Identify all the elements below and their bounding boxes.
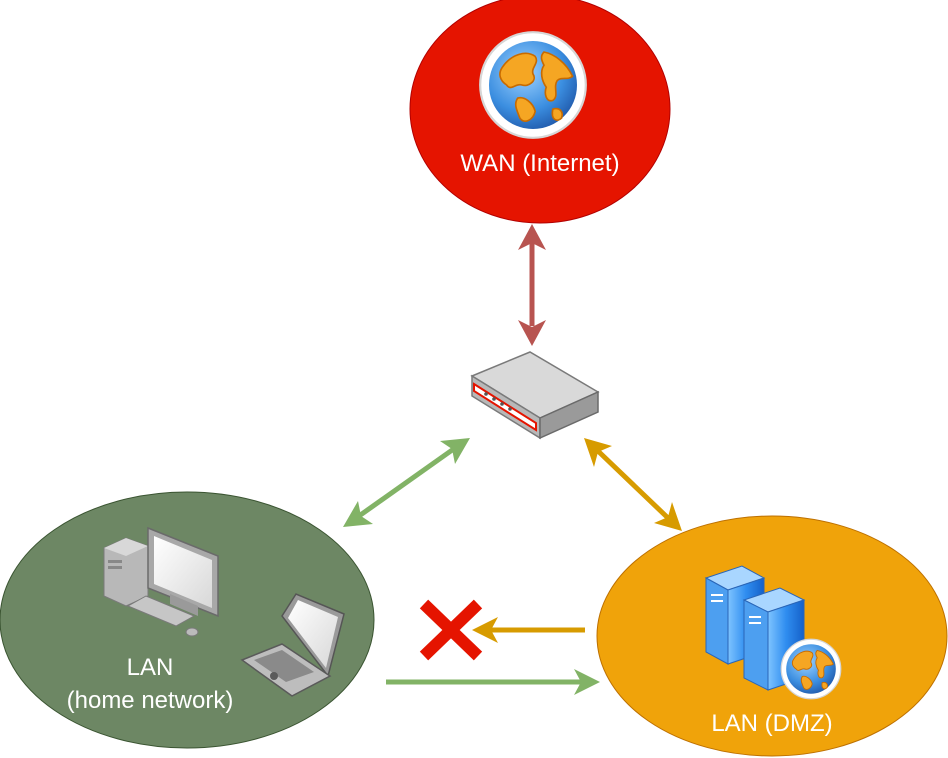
wan-node[interactable]: WAN (Internet) [409,0,671,224]
desktop-computer-icon [103,526,219,637]
laptop-icon [240,593,345,697]
home-to-dmz-link [386,669,600,695]
globe-icon [479,31,587,139]
wan-router-link [518,224,546,346]
dmz-node[interactable]: LAN (DMZ) [596,515,948,757]
dmz-label: LAN (DMZ) [711,710,832,737]
home-router-link [343,438,470,527]
home-lan-label-line2: (home network) [67,687,234,714]
router-icon[interactable] [470,351,600,440]
red-x-icon [419,599,483,661]
home-lan-label-line1: LAN [127,654,174,681]
wan-label: WAN (Internet) [460,150,619,177]
server-rack-icon [704,565,806,691]
globe-icon [780,638,842,700]
dmz-to-home-blocked-link [472,617,585,643]
home-lan-node[interactable]: LAN (home network) [0,491,375,749]
dmz-router-link [584,438,682,531]
